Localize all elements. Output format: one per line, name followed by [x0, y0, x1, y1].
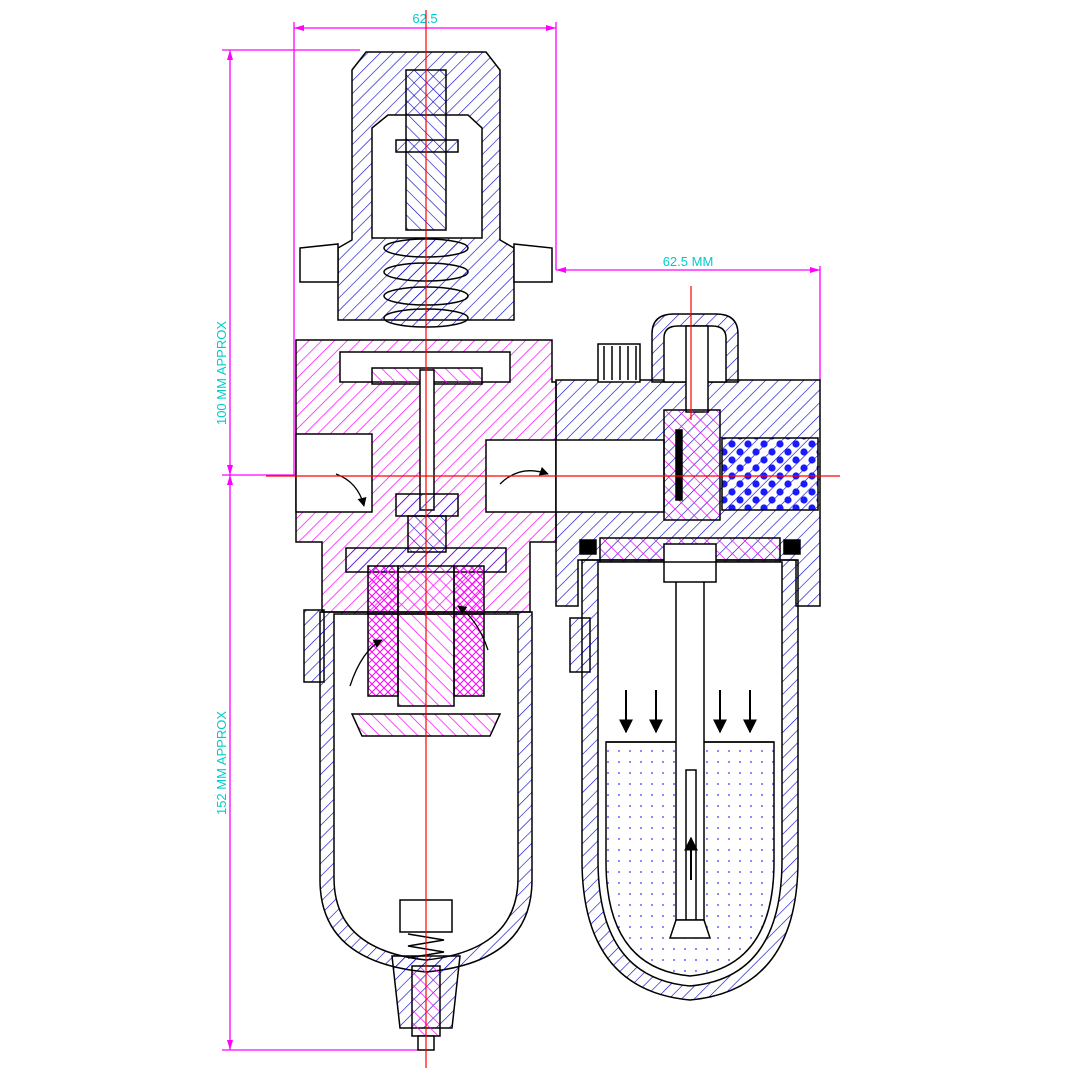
dimension-arrowheads — [227, 25, 820, 1050]
valve-stem — [419, 369, 435, 511]
pressure-arrows — [619, 690, 757, 880]
lubricator-width-label: 62.5 MM — [663, 254, 714, 269]
center-lines — [266, 10, 840, 1068]
valve-poppet — [395, 493, 459, 517]
oil-adjust-screw — [597, 343, 641, 383]
dimension-lines — [222, 22, 821, 1051]
outlet-silencer — [721, 437, 819, 511]
regulator-width-label: 62.5 — [412, 11, 437, 26]
lubricator-unit — [555, 313, 821, 1001]
lower-height-label: 152 MM APPROX — [214, 711, 229, 815]
upper-height-label: 100 MM APPROX — [214, 321, 229, 425]
flow-arrows-regulator — [335, 466, 549, 687]
flow-passage — [295, 433, 373, 513]
